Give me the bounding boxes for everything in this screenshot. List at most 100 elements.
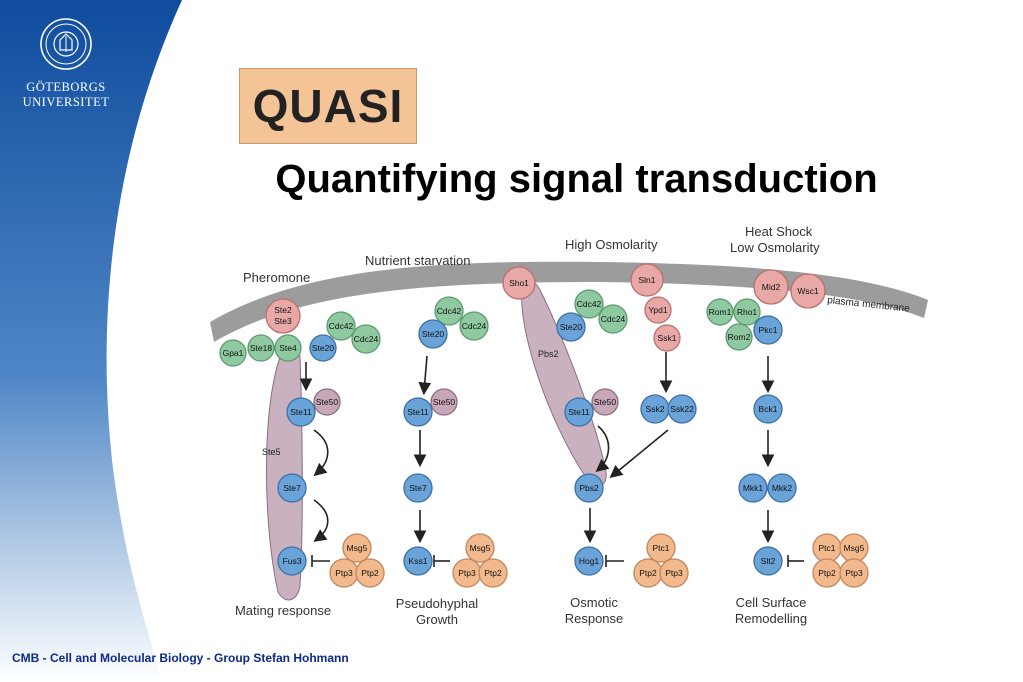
node-ste11-c bbox=[564, 397, 594, 427]
response-cell-surface-1: Cell Surface bbox=[736, 595, 807, 610]
node-ste50-a bbox=[313, 388, 341, 416]
page-title: Quantifying signal transduction bbox=[275, 157, 878, 201]
stimulus-heat-shock: Heat Shock bbox=[745, 224, 813, 239]
response-mating: Mating response bbox=[235, 603, 331, 618]
response-labels: Mating response Pseudohyphal Growth Osmo… bbox=[235, 595, 807, 627]
quasi-logo: QUASI bbox=[239, 68, 417, 144]
label-mkk1: Mkk1 bbox=[743, 483, 764, 493]
label-ptp2-c: Ptp2 bbox=[639, 568, 657, 578]
node-hog1 bbox=[574, 546, 604, 576]
label-msg5-a: Msg5 bbox=[347, 543, 368, 553]
label-sho1: Sho1 bbox=[509, 278, 529, 288]
label-msg5-b: Msg5 bbox=[470, 543, 491, 553]
node-ste2-ste3 bbox=[265, 298, 301, 334]
label-ste11-b: Ste11 bbox=[407, 407, 429, 417]
footer-text: CMB - Cell and Molecular Biology - Group… bbox=[12, 651, 349, 665]
stimulus-low-osmolarity: Low Osmolarity bbox=[730, 240, 820, 255]
pathway-arrows bbox=[299, 352, 804, 567]
node-cdc24-b bbox=[459, 311, 489, 341]
node-ste18 bbox=[247, 334, 275, 362]
response-osmotic-2: Response bbox=[565, 611, 624, 626]
university-name-line2: UNIVERSITET bbox=[22, 95, 110, 109]
label-pbs2-node: Pbs2 bbox=[579, 483, 599, 493]
label-ptp3-c: Ptp3 bbox=[665, 568, 683, 578]
label-msg5-c: Msg5 bbox=[844, 543, 865, 553]
node-msg5-a bbox=[342, 533, 372, 563]
scaffold-ste5-label: Ste5 bbox=[262, 447, 281, 457]
label-ssk2: Ssk2 bbox=[646, 404, 665, 414]
label-ptp2-b: Ptp2 bbox=[484, 568, 502, 578]
label-ste11-c: Ste11 bbox=[568, 407, 590, 417]
label-fus3: Fus3 bbox=[283, 556, 302, 566]
node-pkc1 bbox=[753, 315, 783, 345]
quasi-logo-text: QUASI bbox=[252, 80, 404, 132]
label-kss1: Kss1 bbox=[409, 556, 428, 566]
node-ste50-c bbox=[591, 388, 619, 416]
node-rho1 bbox=[733, 298, 761, 326]
node-mid2 bbox=[753, 269, 789, 305]
scaffold-pbs2-label: Pbs2 bbox=[538, 349, 559, 359]
node-ste20-a bbox=[309, 334, 337, 362]
label-cdc24-a: Cdc24 bbox=[354, 334, 379, 344]
node-mkk1 bbox=[738, 473, 768, 503]
node-ssk22 bbox=[667, 394, 697, 424]
node-ptp2-a bbox=[355, 558, 385, 588]
stimulus-pheromone: Pheromone bbox=[243, 270, 310, 285]
label-cdc24-c: Cdc24 bbox=[601, 314, 626, 324]
node-kss1 bbox=[403, 546, 433, 576]
node-sho1 bbox=[502, 266, 536, 300]
node-ste11-a bbox=[286, 397, 316, 427]
label-wsc1: Wsc1 bbox=[797, 286, 819, 296]
label-ste50-b: Ste50 bbox=[433, 397, 455, 407]
label-rom2: Rom2 bbox=[728, 332, 751, 342]
node-cdc42-b bbox=[434, 296, 464, 326]
label-ste7-b: Ste7 bbox=[409, 483, 427, 493]
node-slt2 bbox=[753, 546, 783, 576]
label-cdc42-c: Cdc42 bbox=[577, 299, 602, 309]
node-ste20-c bbox=[556, 312, 586, 342]
node-fus3 bbox=[277, 546, 307, 576]
label-ptc1-b: Ptc1 bbox=[818, 543, 835, 553]
label-rom1: Rom1 bbox=[709, 307, 732, 317]
node-cdc42-c bbox=[574, 289, 604, 319]
label-cdc42-a: Cdc42 bbox=[329, 321, 354, 331]
stimulus-high-osmolarity: High Osmolarity bbox=[565, 237, 658, 252]
stimulus-nutrient: Nutrient starvation bbox=[365, 253, 471, 268]
label-hog1: Hog1 bbox=[579, 556, 600, 566]
protein-nodes bbox=[219, 263, 869, 588]
node-ptp2-b bbox=[478, 558, 508, 588]
node-ste7-b bbox=[403, 473, 433, 503]
protein-labels: Ste2 Ste3 Gpa1 Ste18 Ste4 Ste20 Cdc42 Cd… bbox=[223, 275, 865, 578]
label-ptp2-d: Ptp2 bbox=[818, 568, 836, 578]
node-cdc42-a bbox=[326, 311, 356, 341]
label-sln1: Sln1 bbox=[638, 275, 655, 285]
node-ptp3-c bbox=[659, 558, 689, 588]
node-ste4 bbox=[274, 334, 302, 362]
response-pseudohyphal-2: Growth bbox=[416, 612, 458, 627]
node-ypd1 bbox=[644, 296, 672, 324]
plasma-membrane bbox=[210, 261, 928, 342]
label-ste20-c: Ste20 bbox=[560, 322, 582, 332]
label-ste20-a: Ste20 bbox=[312, 343, 334, 353]
node-pbs2 bbox=[574, 473, 604, 503]
node-rom1 bbox=[706, 298, 734, 326]
node-wsc1 bbox=[790, 273, 826, 309]
label-ptc1-a: Ptc1 bbox=[652, 543, 669, 553]
node-ptc1-a bbox=[646, 533, 676, 563]
response-cell-surface-2: Remodelling bbox=[735, 611, 807, 626]
label-ste20-b: Ste20 bbox=[422, 329, 444, 339]
label-ste18: Ste18 bbox=[250, 343, 272, 353]
label-ste50-a: Ste50 bbox=[316, 397, 338, 407]
node-mkk2 bbox=[767, 473, 797, 503]
label-ste7-a: Ste7 bbox=[283, 483, 301, 493]
node-cdc24-a bbox=[351, 324, 381, 354]
label-mid2: Mid2 bbox=[762, 282, 781, 292]
blue-side-panel bbox=[0, 0, 182, 682]
label-rho1: Rho1 bbox=[737, 307, 758, 317]
label-ypd1: Ypd1 bbox=[648, 305, 667, 315]
label-ssk1: Ssk1 bbox=[658, 333, 677, 343]
label-cdc42-b: Cdc42 bbox=[437, 306, 462, 316]
response-osmotic-1: Osmotic bbox=[570, 595, 618, 610]
label-slt2: Slt2 bbox=[761, 556, 776, 566]
